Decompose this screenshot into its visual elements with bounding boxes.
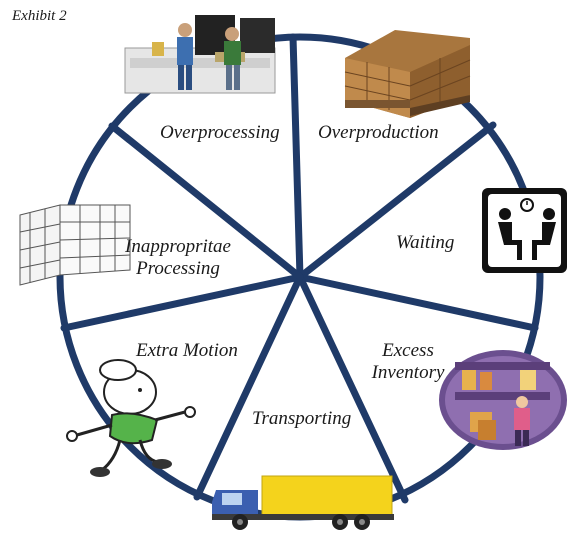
waiting-room-icon [482,188,567,273]
exhibit-title: Exhibit 2 [12,8,67,24]
pallet-boxes-icon [344,30,471,118]
label-excess-inventory: Excess Inventory [362,340,454,384]
label-transporting: Transporting [252,408,352,429]
warehouse-worker-icon [439,350,567,450]
label-extra-motion: Extra Motion [136,340,238,361]
spoke-right [296,273,539,332]
truck-icon [212,475,394,530]
wheel-spokes [60,33,539,504]
label-waiting: Waiting [396,232,455,253]
label-inappropriate-line1: Inappropritae [125,236,231,257]
spoke-lower-right [296,273,409,504]
label-inappropriate-line2: Processing [136,258,220,279]
spoke-left [60,273,304,332]
running-man-icon [66,359,196,477]
spoke-upper-left [108,122,304,281]
shelving-sketch-icon [19,204,131,286]
spoke-top [289,33,304,281]
label-overprocessing: Overprocessing [160,122,280,143]
label-inappropriate-processing: Inappropritae Processing [118,236,238,280]
factory-workers-icon [124,15,276,94]
label-excess-line1: Excess [382,340,434,361]
label-overproduction: Overproduction [318,122,439,143]
spoke-lower-left [193,273,304,501]
spoke-upper-right [296,121,497,281]
label-excess-line2: Inventory [371,362,445,383]
